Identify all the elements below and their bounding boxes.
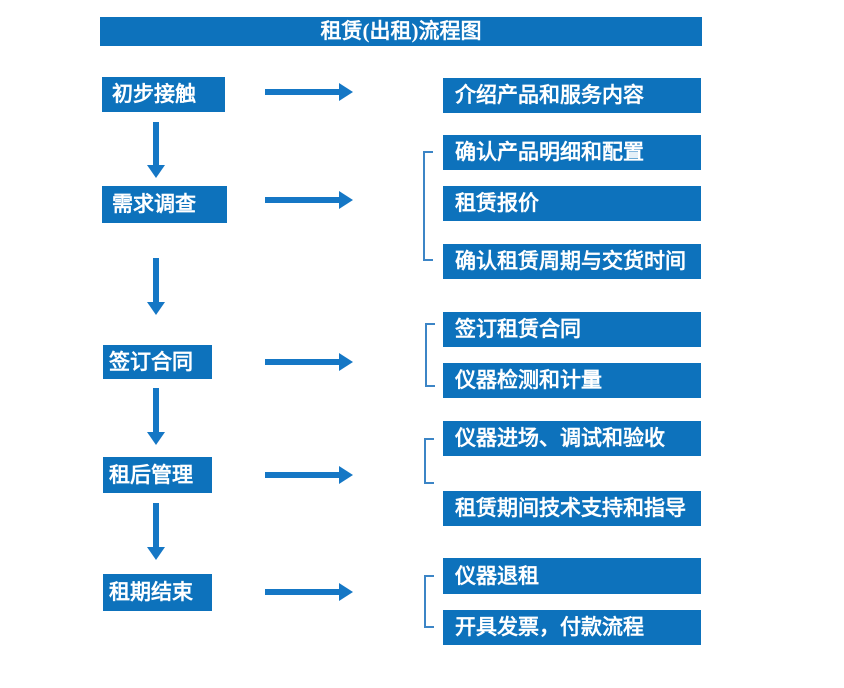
detail-box-confirm-rental-period: 确认租赁周期与交货时间: [443, 244, 701, 279]
stage-box-sign-contract: 签订合同: [103, 345, 212, 379]
right-arrow-icon: [265, 191, 353, 209]
detail-box-instrument-testing: 仪器检测和计量: [443, 363, 701, 398]
stage-box-post-rental-management: 租后管理: [103, 457, 212, 493]
flowchart-title: 租赁(出租)流程图: [100, 17, 702, 46]
stage-box-demand-survey: 需求调查: [102, 186, 227, 223]
detail-box-introduce-products: 介绍产品和服务内容: [443, 78, 701, 113]
down-arrow-icon: [147, 388, 165, 445]
detail-box-instrument-setup: 仪器进场、调试和验收: [443, 421, 701, 456]
down-arrow-icon: [147, 258, 165, 315]
group-bracket-icon: [425, 323, 435, 387]
detail-box-instrument-return: 仪器退租: [443, 558, 701, 594]
right-arrow-icon: [265, 583, 353, 601]
detail-box-invoice-payment: 开具发票，付款流程: [443, 610, 701, 645]
right-arrow-icon: [265, 83, 353, 101]
group-bracket-icon: [423, 151, 433, 261]
group-bracket-icon: [424, 438, 434, 484]
detail-box-rental-quote: 租赁报价: [443, 186, 701, 221]
right-arrow-icon: [265, 466, 353, 484]
right-arrow-icon: [265, 353, 353, 371]
group-bracket-icon: [424, 575, 434, 628]
down-arrow-icon: [147, 122, 165, 178]
down-arrow-icon: [147, 503, 165, 560]
detail-box-confirm-product-details: 确认产品明细和配置: [443, 135, 701, 170]
detail-box-sign-rental-contract: 签订租赁合同: [443, 312, 701, 347]
stage-box-initial-contact: 初步接触: [102, 77, 225, 112]
detail-box-tech-support: 租赁期间技术支持和指导: [443, 491, 701, 526]
stage-box-rental-end: 租期结束: [103, 574, 212, 611]
